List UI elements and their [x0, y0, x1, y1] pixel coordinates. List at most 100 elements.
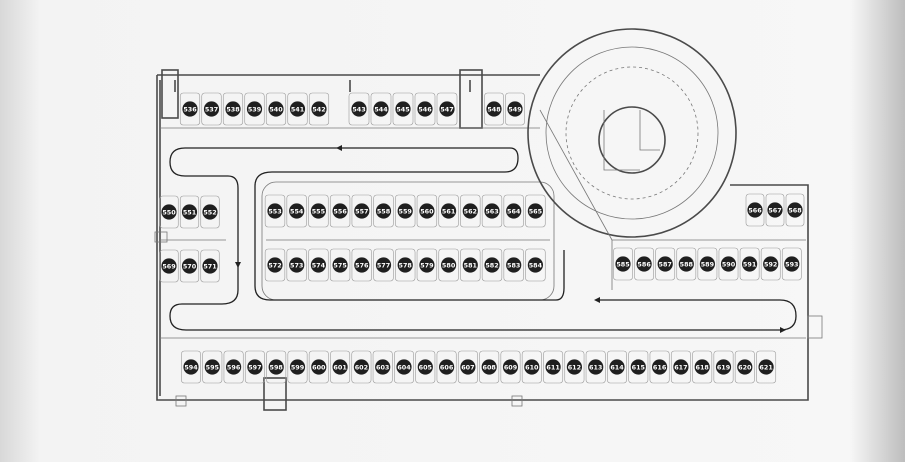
parking-spot-604: 604 [396, 359, 412, 375]
parking-spot-585: 585 [615, 256, 631, 272]
parking-stall [481, 248, 503, 282]
parking-spot-591: 591 [742, 256, 758, 272]
parking-stall [460, 194, 481, 228]
parking-stall [308, 350, 329, 384]
spot-number: 598 [270, 364, 284, 372]
spot-badge [462, 203, 478, 219]
spot-number: 539 [248, 106, 262, 114]
spot-number: 560 [420, 208, 434, 216]
parking-spot-581: 581 [462, 257, 478, 273]
parking-spot-541: 541 [289, 101, 306, 117]
parking-stall [330, 350, 351, 384]
spot-badge [311, 359, 327, 375]
parking-spot-611: 611 [545, 359, 561, 375]
spot-number: 614 [610, 364, 624, 372]
parking-spot-588: 588 [678, 256, 694, 272]
spot-badge [267, 203, 283, 219]
spot-badge [486, 101, 502, 117]
parking-spot-555: 555 [310, 203, 326, 219]
parking-spot-560: 560 [419, 203, 435, 219]
parking-stall [436, 350, 457, 384]
parking-spot-594: 594 [183, 359, 199, 375]
parking-stall [179, 195, 200, 229]
parking-stall [308, 92, 330, 126]
spot-badge [747, 202, 763, 218]
spot-number: 540 [269, 106, 283, 114]
parking-stall [392, 92, 414, 126]
spot-number: 546 [418, 106, 432, 114]
spot-badge [161, 258, 177, 274]
parking-spot-592: 592 [763, 256, 779, 272]
parking-stall [676, 247, 697, 281]
spot-number: 586 [637, 261, 651, 269]
spot-badge [737, 359, 753, 375]
spot-number: 602 [355, 364, 368, 372]
spot-number: 620 [738, 364, 752, 372]
parking-spot-554: 554 [289, 203, 305, 219]
parking-spot-551: 551 [181, 204, 198, 220]
parking-stall [460, 248, 481, 282]
parking-spot-548: 548 [486, 101, 502, 117]
spot-badge [715, 359, 732, 375]
parking-stall [286, 248, 307, 282]
parking-stalls [159, 92, 805, 384]
spot-badge [506, 257, 522, 273]
parking-stall [734, 350, 755, 384]
parking-spot-599: 599 [289, 359, 306, 375]
spot-badge [481, 359, 497, 375]
spot-number: 556 [333, 208, 347, 216]
parking-spot-573: 573 [289, 257, 305, 273]
parking-spot-586: 586 [636, 256, 652, 272]
spot-badge [289, 257, 305, 273]
parking-spot-587: 587 [657, 256, 673, 272]
parking-spot-593: 593 [784, 256, 800, 272]
spot-badge [527, 203, 544, 219]
spot-badge [417, 101, 433, 117]
parking-stall [745, 193, 765, 227]
spot-number: 536 [183, 106, 197, 114]
spot-badge [202, 258, 218, 274]
parking-spot-557: 557 [354, 203, 370, 219]
parking-stall [692, 350, 713, 384]
spot-badge [373, 101, 389, 117]
spot-number: 576 [355, 262, 369, 270]
spot-number: 562 [464, 208, 477, 216]
parking-stall [373, 248, 394, 282]
parking-spot-552: 552 [202, 204, 218, 220]
parking-stall [351, 194, 372, 228]
parking-spot-609: 609 [502, 359, 519, 375]
parking-stall [244, 350, 265, 384]
parking-spot-579: 579 [419, 257, 435, 273]
spot-number: 594 [184, 364, 198, 372]
parking-stall [628, 350, 649, 384]
parking-spot-590: 590 [720, 256, 737, 272]
parking-stall [500, 350, 521, 384]
parking-spot-583: 583 [506, 257, 522, 273]
parking-spot-536: 536 [182, 101, 198, 117]
spot-badge [182, 101, 198, 117]
spot-number: 592 [764, 261, 777, 269]
spot-number: 607 [461, 364, 474, 372]
spot-number: 609 [504, 364, 518, 372]
spot-badge [545, 359, 561, 375]
parking-stall [479, 350, 500, 384]
spot-number: 618 [696, 364, 710, 372]
spot-badge [354, 203, 370, 219]
building-walls [154, 69, 823, 411]
spot-number: 554 [290, 208, 304, 216]
parking-spot-620: 620 [737, 359, 753, 375]
spot-badge [267, 257, 283, 273]
parking-stall [649, 350, 670, 384]
parking-spot-598: 598 [268, 359, 284, 375]
spot-number: 542 [312, 106, 325, 114]
parking-spot-612: 612 [566, 359, 583, 375]
parking-stall [655, 247, 676, 281]
spot-number: 568 [788, 207, 802, 215]
spot-badge [758, 359, 774, 375]
spot-number: 590 [722, 261, 736, 269]
parking-stall [416, 248, 438, 282]
parking-stall [713, 350, 734, 384]
parking-spot-576: 576 [354, 257, 370, 273]
